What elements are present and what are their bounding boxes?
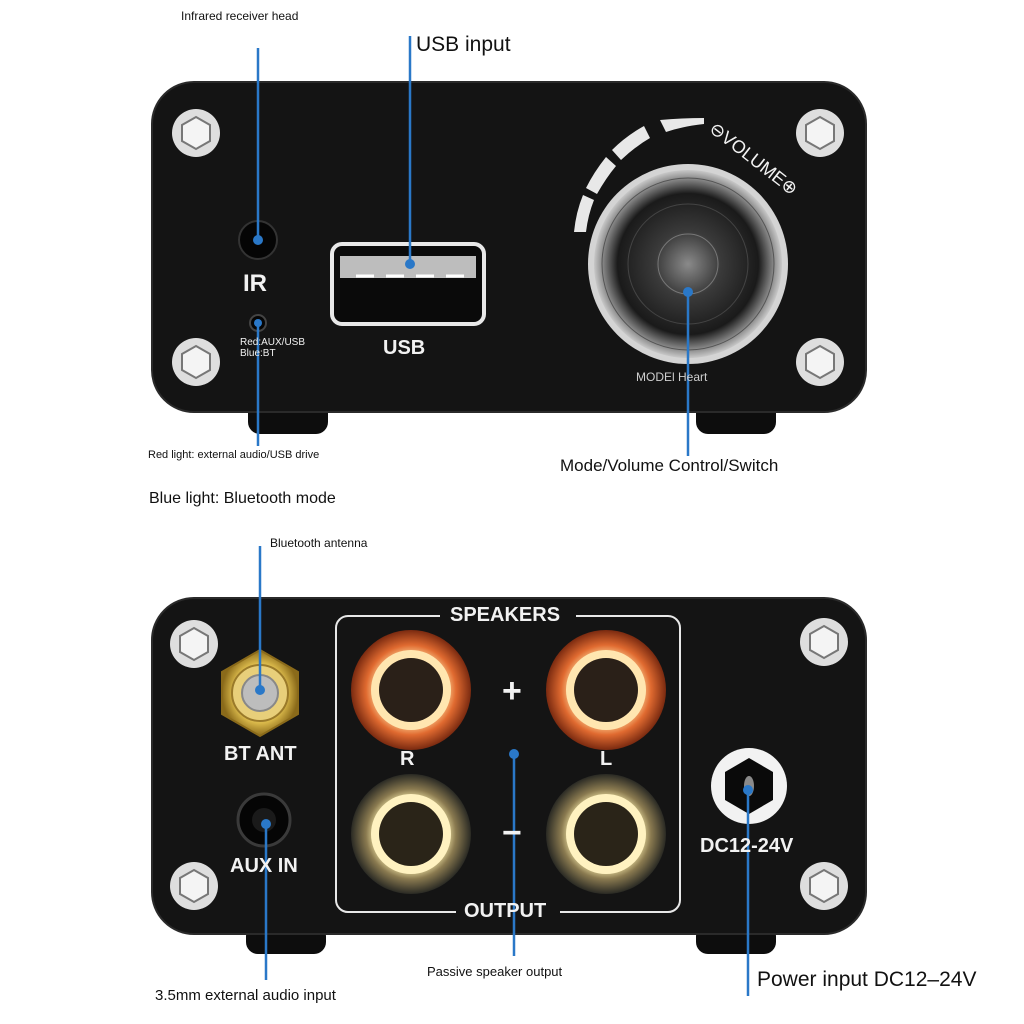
led-legend-line2: Blue:BT — [240, 348, 276, 359]
pointer-dot — [683, 287, 693, 297]
led-legend: Red:AUX/USB Blue:BT — [240, 337, 305, 359]
right-channel-label: R — [400, 748, 415, 770]
callout-passive-output: Passive speaker output — [427, 964, 563, 979]
pointer-dot — [253, 235, 263, 245]
speakers-title: SPEAKERS — [450, 604, 561, 626]
bt-ant-label: BT ANT — [224, 743, 297, 765]
pointer-dot — [255, 685, 265, 695]
callout-usb-input: USB input — [416, 33, 511, 56]
pointer-dot — [405, 259, 415, 269]
screw-icon — [796, 338, 844, 386]
screw-icon — [172, 338, 220, 386]
screw-icon — [800, 862, 848, 910]
callout-mode-volume: Mode/Volume Control/Switch — [560, 456, 779, 475]
dc-label: DC12-24V — [700, 835, 794, 857]
callout-ir-head: Infrared receiver head — [181, 9, 299, 23]
volume-knob — [594, 170, 782, 358]
callout-bt-antenna: Bluetooth antenna — [270, 536, 368, 550]
screw-icon — [172, 109, 220, 157]
usb-label: USB — [383, 337, 426, 359]
speaker-terminal-right-positive — [351, 630, 471, 750]
pointer-dot — [509, 749, 519, 759]
screw-icon — [800, 618, 848, 666]
screw-icon — [796, 109, 844, 157]
pointer-dot — [254, 319, 262, 327]
pointer-dot — [261, 819, 271, 829]
callout-aux-input: 3.5mm external audio input — [155, 987, 336, 1004]
callout-red-light: Red light: external audio/USB drive — [148, 449, 320, 461]
plus-sign: + — [502, 672, 522, 710]
speaker-terminal-left-positive — [546, 630, 666, 750]
screw-icon — [170, 620, 218, 668]
callout-blue-light: Blue light: Bluetooth mode — [149, 490, 336, 507]
ir-label: IR — [243, 270, 267, 297]
minus-sign: − — [502, 814, 522, 852]
aux-in-label: AUX IN — [230, 855, 298, 877]
output-title: OUTPUT — [464, 900, 547, 922]
speaker-terminal-left-negative — [546, 774, 666, 894]
speaker-terminal-right-negative — [351, 774, 471, 894]
knob-caption: MODEl Heart — [636, 370, 708, 384]
screw-icon — [170, 862, 218, 910]
callout-power-input: Power input DC12–24V — [757, 968, 977, 991]
volume-arc — [574, 118, 704, 232]
left-channel-label: L — [600, 748, 613, 770]
pointer-lines — [253, 36, 753, 996]
led-legend-line1: Red:AUX/USB — [240, 337, 306, 348]
rear-chassis — [151, 597, 867, 935]
pointer-dot — [743, 785, 753, 795]
rear-panel — [151, 597, 867, 954]
